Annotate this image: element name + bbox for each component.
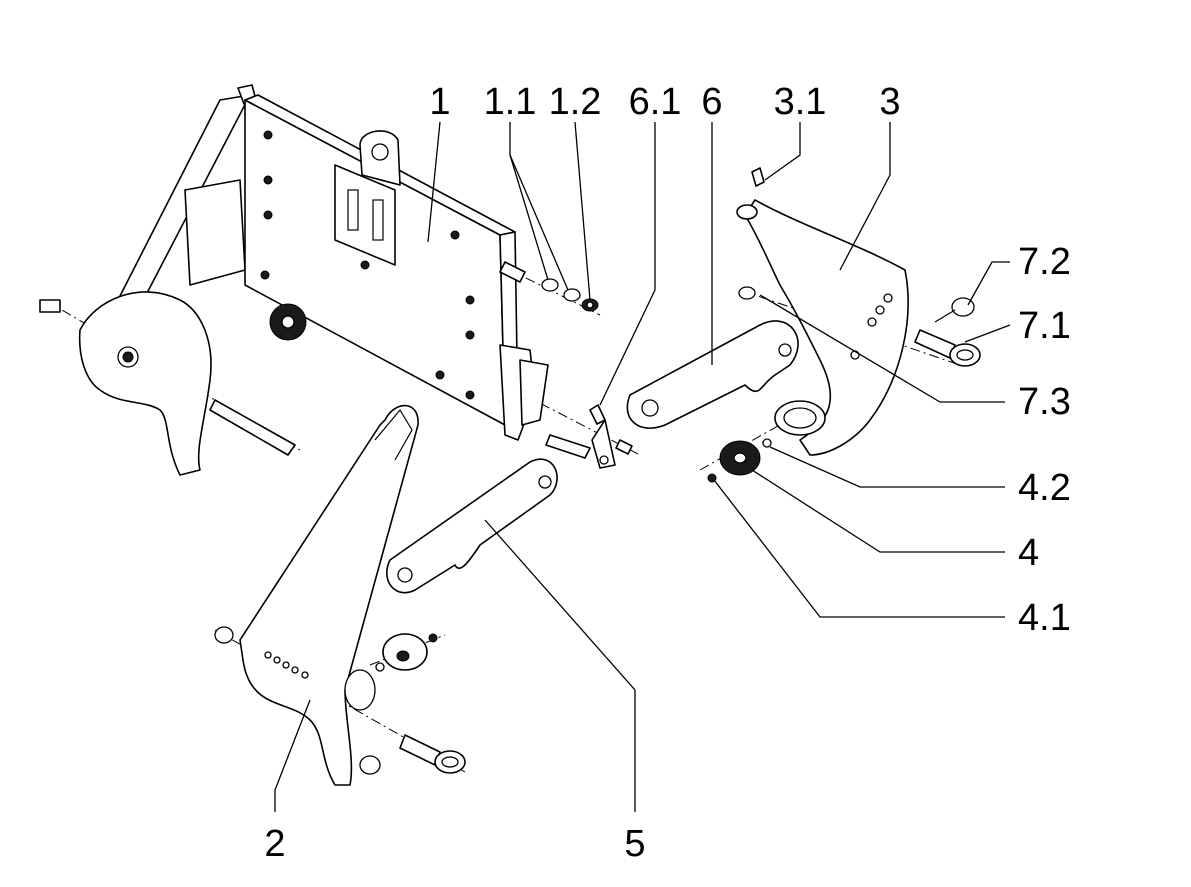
label-part-1: 1 <box>429 81 450 123</box>
label-part-1-1: 1.1 <box>484 81 537 123</box>
label-part-3-1: 3.1 <box>774 81 827 123</box>
label-part-3: 3 <box>879 81 900 123</box>
parts-7-pin-ring <box>738 286 981 367</box>
part-3-side-plate <box>736 167 909 456</box>
label-part-5: 5 <box>624 823 645 865</box>
parts-4-roller <box>707 438 772 483</box>
part-6-1-lever <box>589 404 633 469</box>
label-part-7-3: 7.3 <box>1018 381 1071 423</box>
label-part-6-1: 6.1 <box>629 81 682 123</box>
label-part-4-2: 4.2 <box>1018 467 1071 509</box>
label-part-7-2: 7.2 <box>1018 241 1071 283</box>
label-part-1-2: 1.2 <box>549 81 602 123</box>
label-part-4-1: 4.1 <box>1018 597 1071 639</box>
label-part-4: 4 <box>1018 532 1039 574</box>
part-1-frame <box>39 84 591 476</box>
part-6-link-arm <box>626 320 799 429</box>
label-part-7-1: 7.1 <box>1018 305 1071 347</box>
part-5-link <box>386 458 558 594</box>
callout-labels: 1 1.1 1.2 6.1 6 3.1 3 7.2 7.1 7.3 4.2 4 … <box>264 81 1070 865</box>
leader-lines <box>274 121 1011 812</box>
part-2-side-plate <box>214 404 466 786</box>
label-part-2: 2 <box>264 823 285 865</box>
label-part-6: 6 <box>701 81 722 123</box>
